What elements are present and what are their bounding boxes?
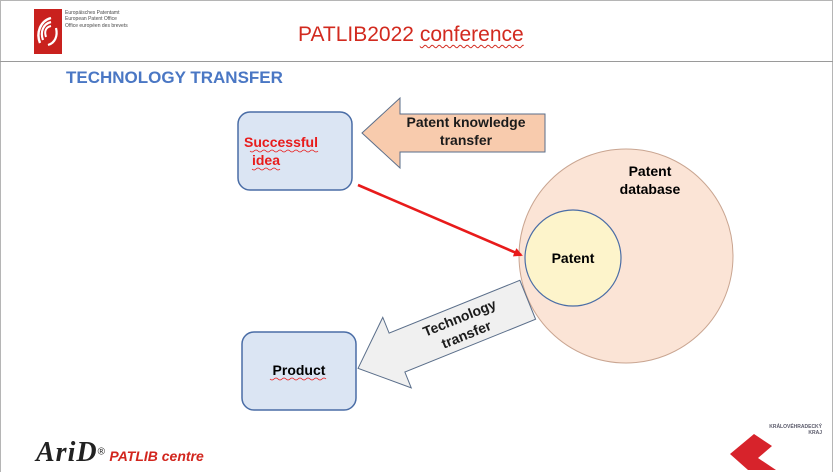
patent-database-label-2: database [620,181,681,197]
epo-mark-icon [34,9,62,54]
region-name: KRÁLOVÉHRADECKÝ KRAJ [760,424,822,436]
successful-idea-label-1: Successful [244,134,318,150]
slide-title-main: PATLIB2022 [298,23,414,46]
spellcheck-underline-successful [249,149,319,153]
patent-knowledge-transfer-label-1: Patent knowledge [406,114,525,130]
patent-knowledge-transfer-arrow [361,96,546,170]
slide-title-sub: conference [419,23,524,46]
product-label: Product [273,362,326,378]
region-name-text: KRÁLOVÉHRADECKÝ KRAJ [769,424,822,436]
section-title: TECHNOLOGY TRANSFER [66,68,283,87]
epo-text-fr: Office européen des brevets [65,22,128,29]
successful-idea-box [237,111,353,191]
epo-logo: Europäisches Patentamt European Patent O… [34,9,128,54]
patent-knowledge-transfer-label-2: transfer [440,132,493,148]
technology-transfer-arrow [357,279,537,389]
epo-text-de: Europäisches Patentamt [65,10,120,16]
spellcheck-underline-product [269,377,327,381]
arid-patlib-logo: AriD® PATLIB centre [36,437,204,468]
successful-idea-label-2: idea [252,152,280,168]
slide-header: Europäisches Patentamt European Patent O… [0,0,833,62]
patlib-centre-text: PATLIB centre [109,448,204,464]
kralovehradecky-kraj-logo: KRÁLOVÉHRADECKÝ KRAJ [728,424,828,472]
header-divider [0,61,833,62]
slide-title: PATLIB2022 conference [298,23,524,47]
epo-text-en: European Patent Office [65,16,117,23]
region-shape-icon [730,434,776,470]
technology-transfer-arrow-group: Technology transfer [357,279,537,389]
patent-label: Patent [552,250,595,266]
patent-circle [524,209,622,307]
slide-frame-top [0,0,833,1]
registered-mark: ® [97,446,105,458]
arid-logo-text: AriD [36,437,98,468]
epo-logo-text: Europäisches Patentamt European Patent O… [65,10,128,29]
patent-database-label-1: Patent [629,163,672,179]
slide-frame-left [0,0,1,472]
idea-to-patent-connector [357,183,523,257]
product-box [241,331,357,411]
spellcheck-underline-idea [251,167,281,171]
